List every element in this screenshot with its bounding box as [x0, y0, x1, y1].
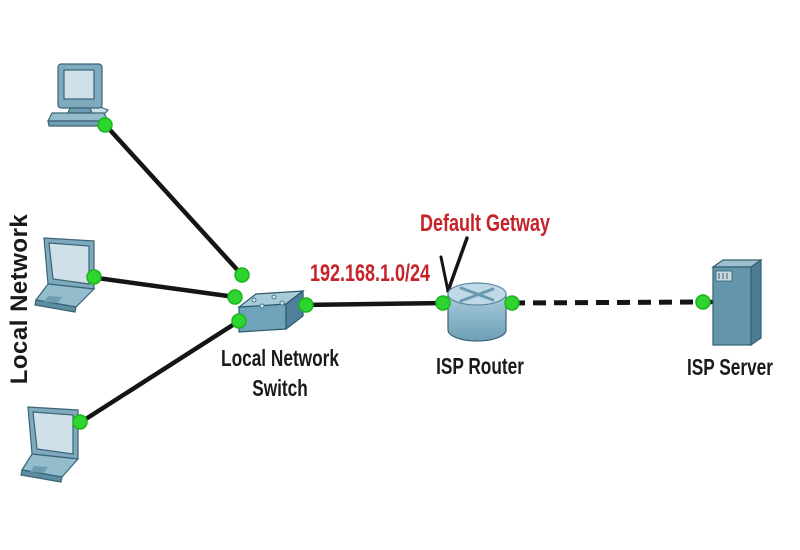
laptop1-touchpad: [44, 296, 62, 303]
laptop1-base-front: [34, 299, 77, 313]
gateway-arrow-shaft: [446, 236, 469, 293]
laptop-icon-1: [34, 237, 96, 313]
router-arrows: [459, 286, 495, 303]
laptop2-base-front: [20, 469, 63, 483]
server-drive-panel: [715, 270, 733, 282]
status-dot-switch-port2: [227, 289, 243, 305]
router-icon: [447, 282, 507, 342]
switch-right-face: [285, 289, 304, 331]
status-dot-server: [695, 294, 711, 310]
subnet-annotation: 192.168.1.0/24: [309, 260, 431, 287]
desktop-pc-icon: [47, 63, 110, 127]
router-body: [447, 293, 507, 342]
pc-base: [47, 112, 109, 122]
status-dot-switch-uplink: [298, 297, 314, 313]
router-label: ISP Router: [436, 353, 524, 379]
server-right-face: [750, 258, 762, 347]
link-laptop1-switch: [87, 274, 238, 300]
gateway-arrow-head: [439, 255, 450, 293]
link-pc-switch: [97, 116, 245, 278]
switch-icon: [237, 289, 305, 333]
server-icon: [711, 258, 763, 347]
switch-port-dots: [251, 294, 285, 309]
link-laptop2-switch: [75, 318, 242, 427]
server-label: ISP Server: [686, 354, 773, 380]
link-switch-router: [297, 300, 450, 308]
laptop2-screen: [32, 411, 74, 455]
status-dot-router-wan: [504, 295, 520, 311]
server-drive-slots: [718, 273, 728, 279]
gateway-arrow: [439, 236, 469, 293]
pc-screen: [63, 69, 95, 100]
link-router-server-dashed: [511, 299, 704, 306]
link-status-dots: [72, 117, 711, 430]
laptop2-touchpad: [30, 466, 48, 473]
pc-stand: [67, 107, 93, 114]
status-dot-laptop1: [86, 269, 102, 285]
laptop1-screen: [48, 242, 90, 285]
laptop-icon-2: [20, 406, 80, 483]
status-dot-router-lan: [435, 295, 451, 311]
status-dot-switch-port1: [234, 267, 250, 283]
status-dot-switch-port3: [231, 313, 247, 329]
status-dot-pc: [97, 117, 113, 133]
default-gateway-annotation: Default Getway: [419, 210, 551, 237]
switch-label: Local Network Switch: [221, 345, 339, 401]
status-dot-laptop2: [72, 414, 88, 430]
local-network-zone-label: Local Network: [6, 213, 33, 385]
